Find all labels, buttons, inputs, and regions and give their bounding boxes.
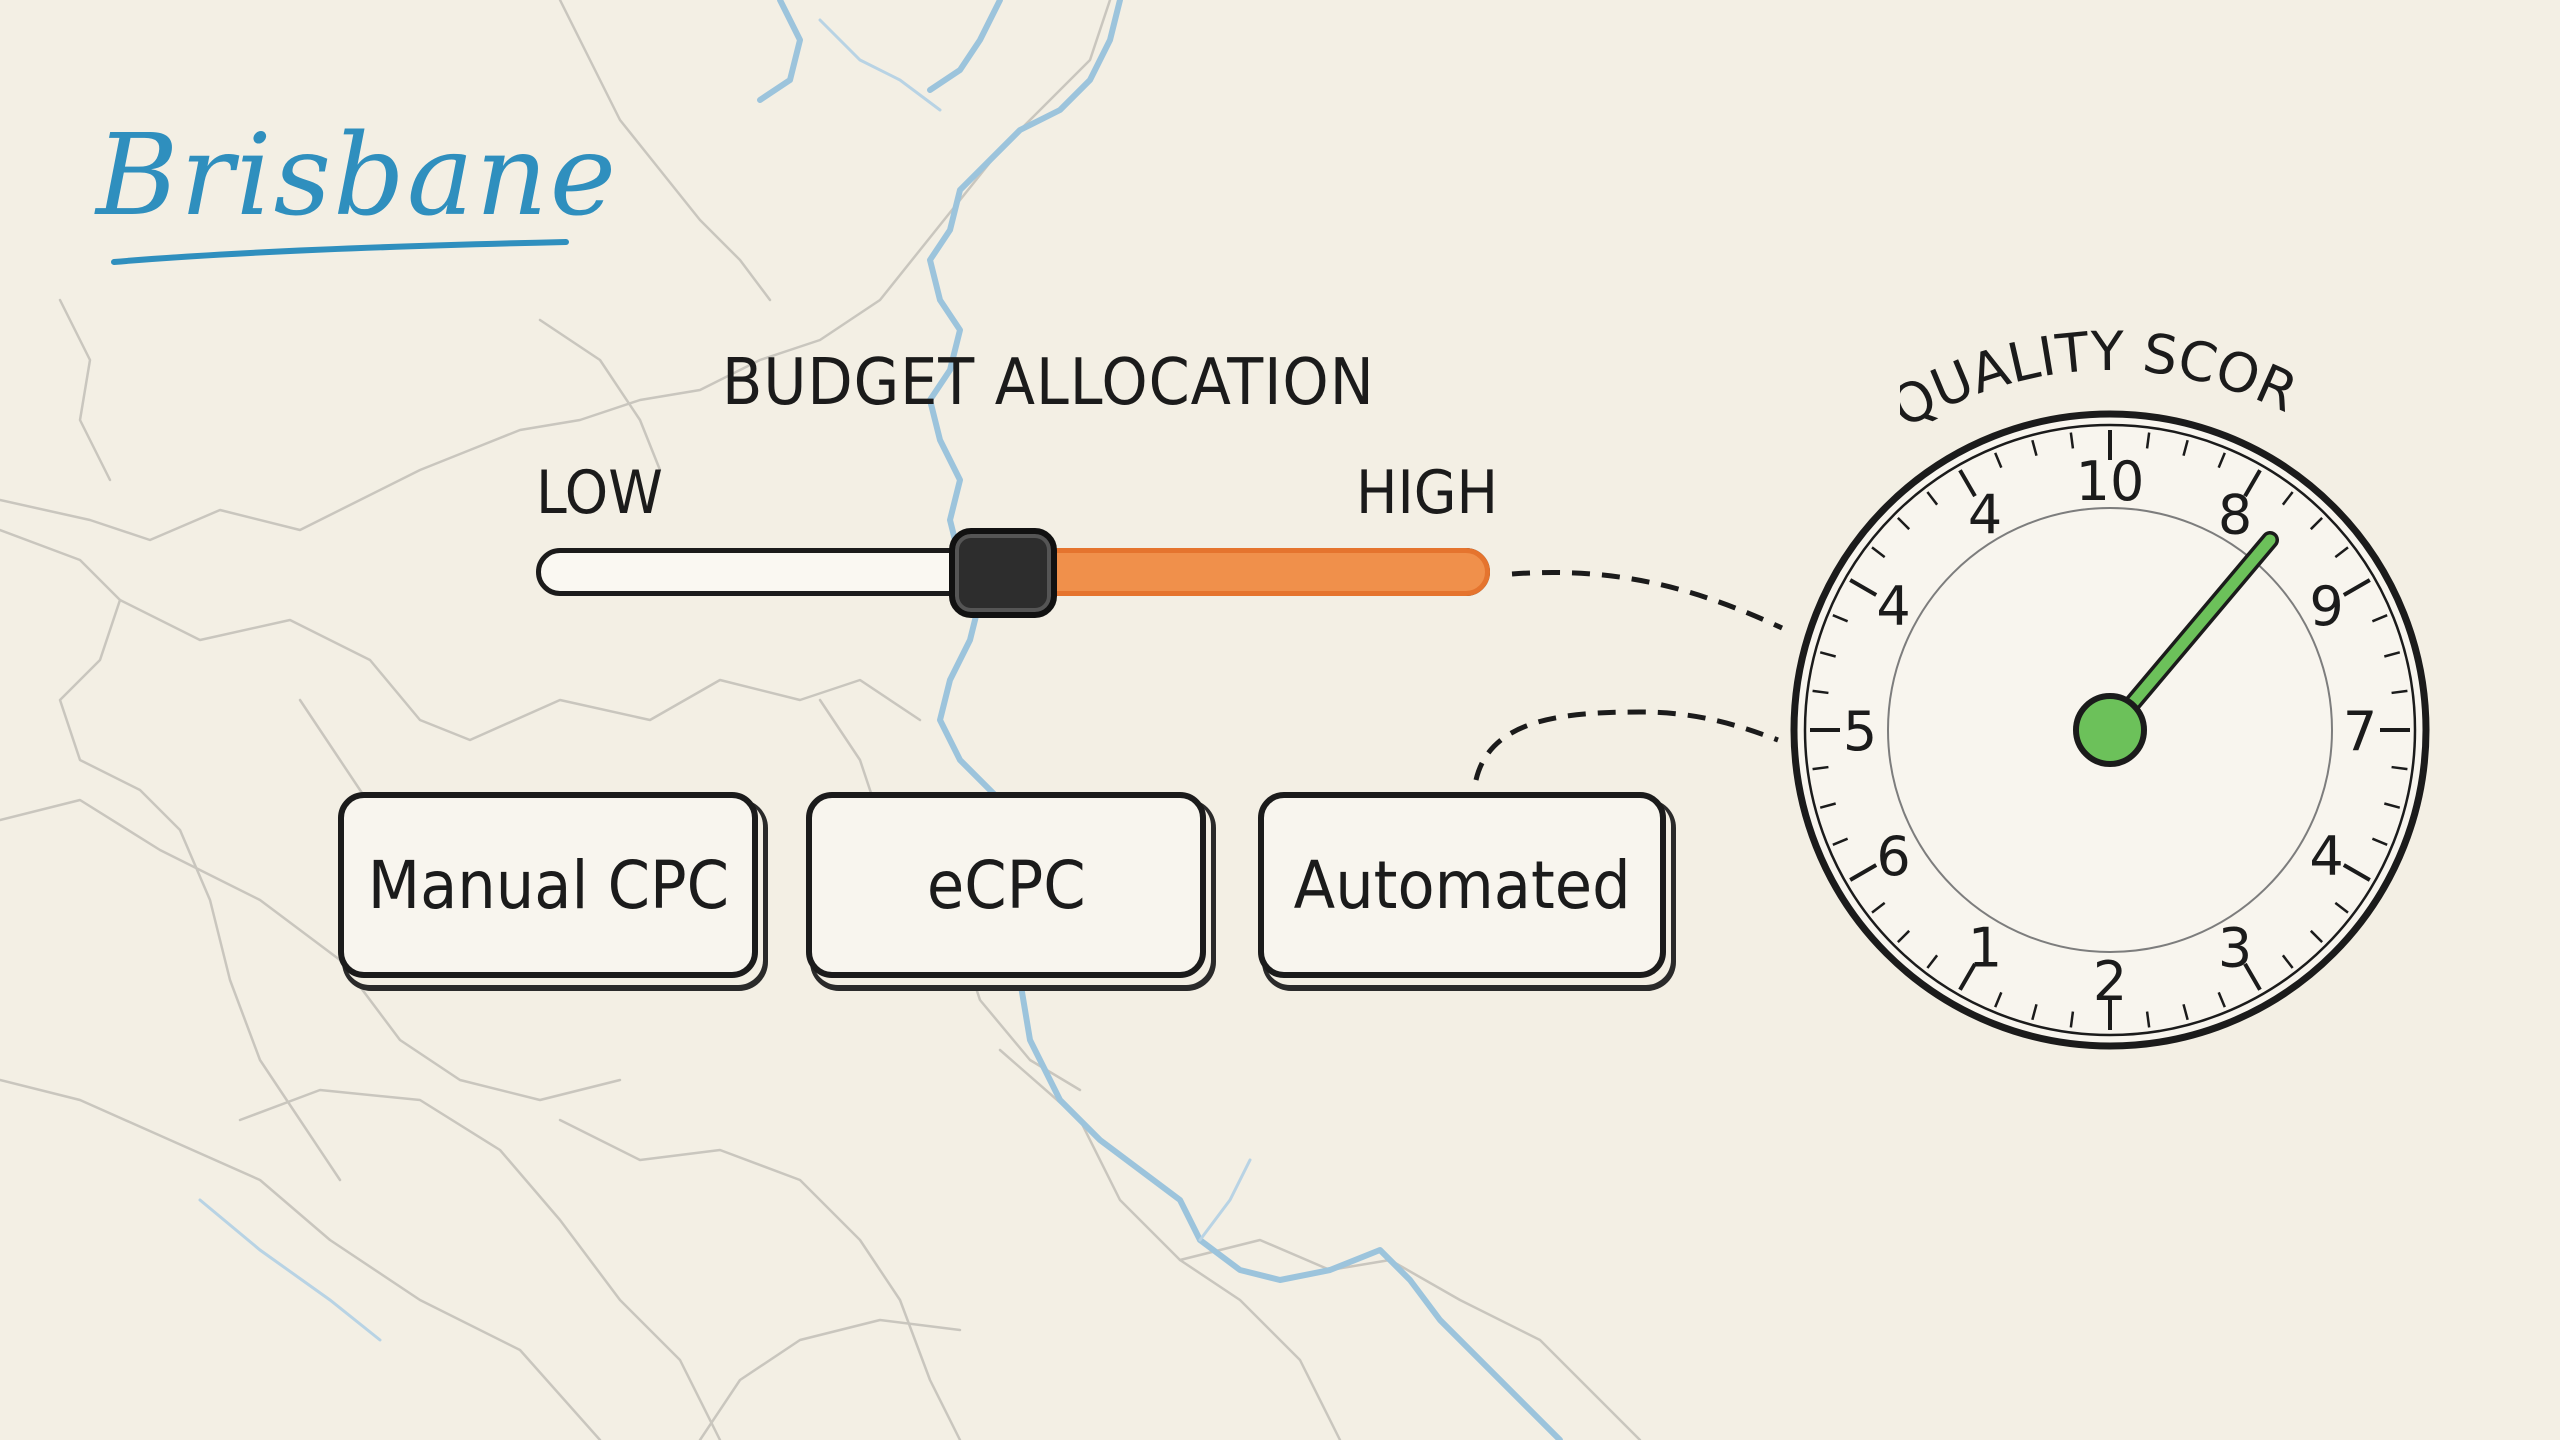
gauge-tick xyxy=(2281,954,2294,969)
city-label: Brisbane xyxy=(96,111,619,241)
automated-label: Automated xyxy=(1293,846,1631,924)
ecpc-button[interactable]: eCPC xyxy=(806,792,1206,978)
gauge-tick xyxy=(1926,491,1939,506)
gauge-tick xyxy=(1819,802,1837,809)
gauge-tick xyxy=(2334,901,2349,914)
gauge-number: 4 xyxy=(1876,575,1910,638)
gauge-ticks xyxy=(1810,430,2410,1030)
gauge-tick xyxy=(2281,491,2294,506)
city-underline xyxy=(111,239,569,265)
slider-low-label: LOW xyxy=(536,458,663,528)
gauge-tick xyxy=(1896,516,1911,531)
gauge-number: 2 xyxy=(2093,950,2127,1013)
gauge-tick xyxy=(1994,991,2003,1008)
gauge-tick xyxy=(2243,962,2262,991)
gauge-tick xyxy=(2145,432,2151,449)
gauge-tick xyxy=(2182,439,2189,457)
budget-allocation-title: BUDGET ALLOCATION xyxy=(722,346,1375,420)
gauge-tick xyxy=(1871,901,1886,914)
gauge-hub xyxy=(2073,693,2147,767)
gauge-tick xyxy=(1849,863,1878,882)
gauge-tick xyxy=(2217,452,2226,469)
gauge-tick xyxy=(2391,689,2408,695)
gauge-tick xyxy=(2217,991,2226,1008)
gauge-tick xyxy=(2309,929,2324,944)
gauge-needle-fill xyxy=(2104,534,2276,736)
gauge-number: 6 xyxy=(1876,825,1910,888)
gauge-number: 3 xyxy=(2218,917,2252,980)
gauge-tick xyxy=(2243,469,2262,498)
gauge-tick xyxy=(1849,578,1878,597)
gauge-number: 4 xyxy=(2309,825,2343,888)
gauge-tick xyxy=(2342,578,2371,597)
slider-thumb[interactable] xyxy=(949,528,1057,618)
gauge-tick xyxy=(1994,452,2003,469)
gauge-number: 10 xyxy=(2076,450,2145,513)
gauge-tick xyxy=(2145,1011,2151,1028)
gauge-tick xyxy=(1819,651,1837,658)
gauge-tick xyxy=(2391,765,2408,771)
gauge-tick xyxy=(1832,837,1849,846)
budget-slider[interactable] xyxy=(536,528,1490,618)
gauge-tick xyxy=(2342,863,2371,882)
manual-cpc-label: Manual CPC xyxy=(367,846,729,924)
gauge-tick xyxy=(1926,954,1939,969)
gauge-tick xyxy=(2182,1003,2189,1021)
gauge-number: 4 xyxy=(1968,483,2002,546)
gauge-number: 5 xyxy=(1843,700,1877,763)
gauge-tick xyxy=(1896,929,1911,944)
gauge-tick xyxy=(1832,614,1849,623)
gauge-tick xyxy=(2069,1011,2075,1028)
gauge-tick xyxy=(2383,651,2401,658)
gauge-tick xyxy=(2383,802,2401,809)
gauge-tick xyxy=(1871,546,1886,559)
gauge-number: 9 xyxy=(2309,575,2343,638)
gauge-tick xyxy=(1812,689,1829,695)
gauge-tick xyxy=(2334,546,2349,559)
manual-cpc-button[interactable]: Manual CPC xyxy=(338,792,758,978)
gauge-number: 1 xyxy=(1968,917,2002,980)
slider-fill xyxy=(1003,548,1490,596)
gauge-tick xyxy=(2309,516,2324,531)
gauge-number: 8 xyxy=(2218,483,2252,546)
gauge-tick xyxy=(2031,1003,2038,1021)
gauge-tick xyxy=(2069,432,2075,449)
gauge-tick xyxy=(2031,439,2038,457)
gauge-tick xyxy=(2371,837,2388,846)
gauge-tick xyxy=(2371,614,2388,623)
gauge-tick xyxy=(1812,765,1829,771)
gauge-number: 7 xyxy=(2343,700,2377,763)
automated-button[interactable]: Automated xyxy=(1258,792,1666,978)
gauge-tick xyxy=(1958,962,1977,991)
slider-high-label: HIGH xyxy=(1356,458,1499,528)
ecpc-label: eCPC xyxy=(926,846,1086,924)
gauge-tick xyxy=(1958,469,1977,498)
